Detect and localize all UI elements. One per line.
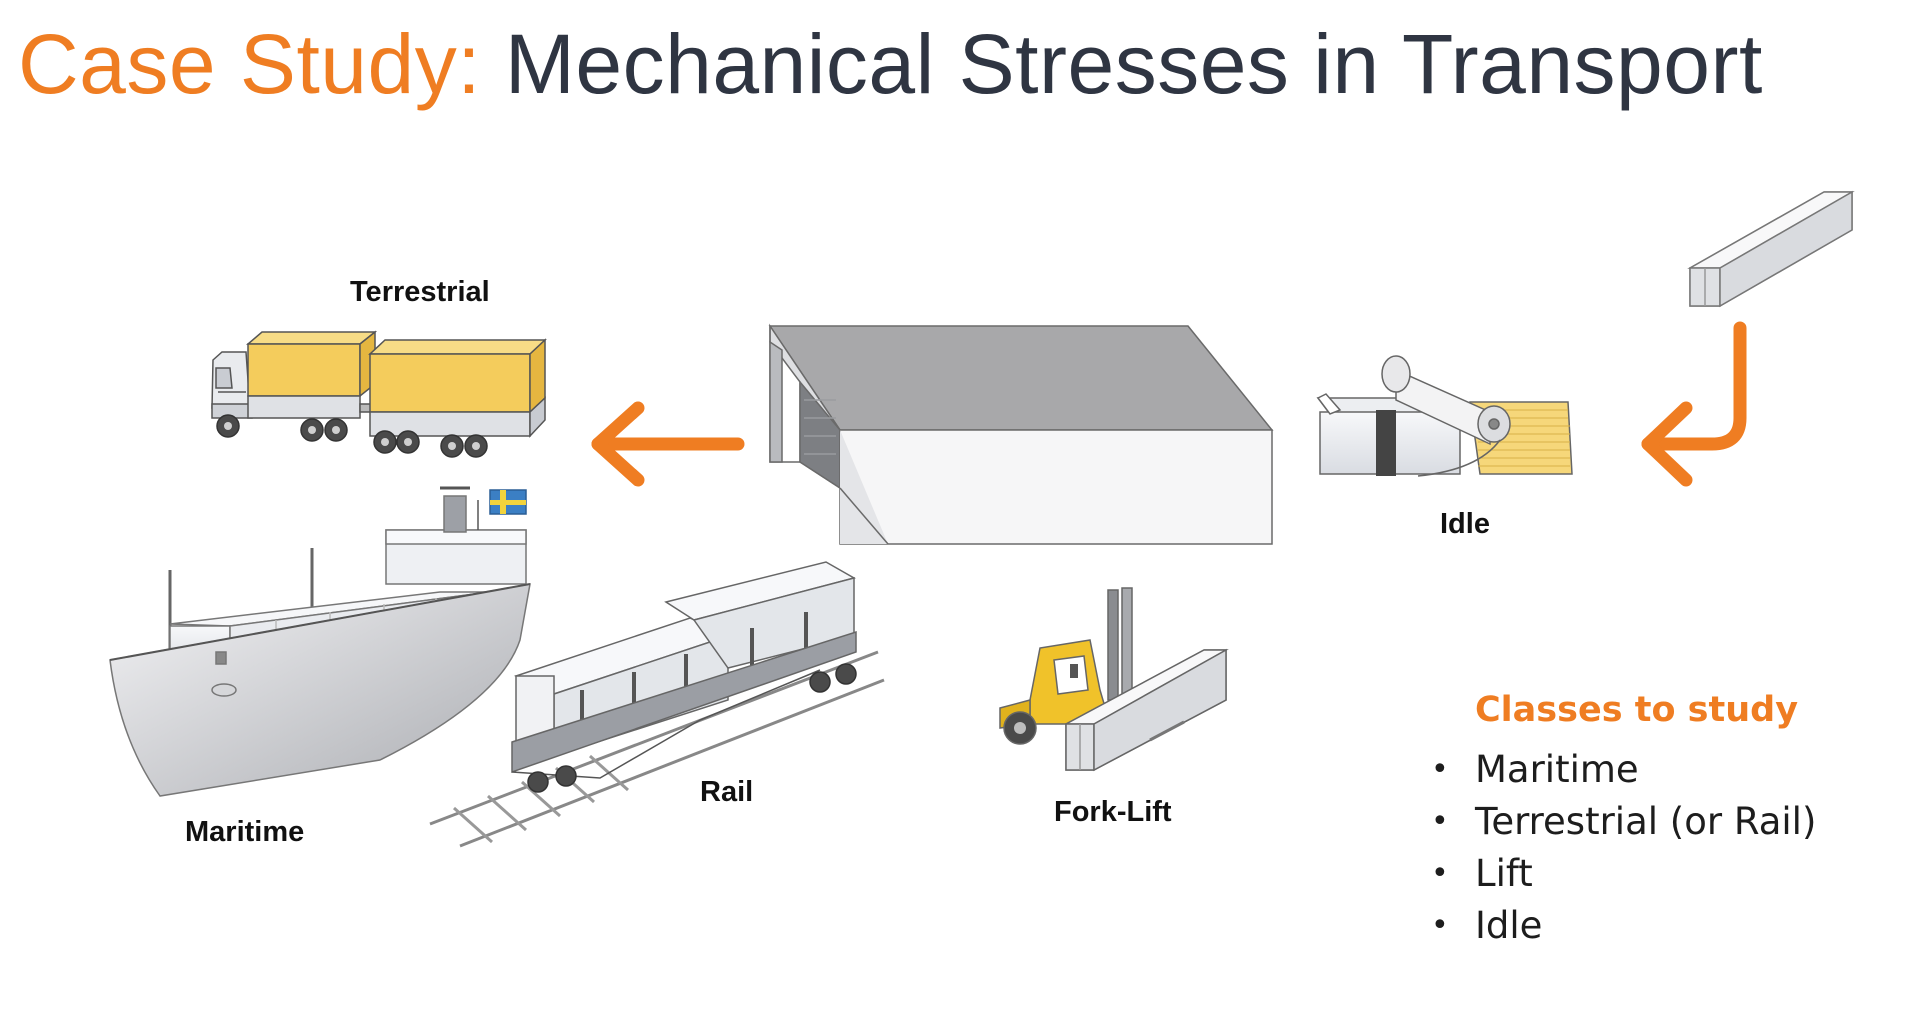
arrow-left-icon [591, 401, 745, 487]
classes-item: • Maritime [1431, 744, 1816, 796]
title-accent: Case Study: [18, 17, 482, 111]
classes-item-label: Idle [1475, 904, 1543, 947]
ship-illustration [109, 486, 531, 797]
arrow-curve-icon [1641, 321, 1747, 487]
classes-item-label: Lift [1475, 852, 1533, 895]
bullet-icon: • [1431, 856, 1449, 891]
pallet-box-illustration [1687, 190, 1855, 308]
slide-title: Case Study: Mechanical Stresses in Trans… [18, 16, 1763, 113]
label-idle: Idle [1440, 508, 1490, 540]
label-rail: Rail [700, 776, 754, 808]
classes-panel: Classes to study • Maritime • Terrestrial … [1431, 690, 1817, 952]
label-terrestrial: Terrestrial [350, 276, 490, 308]
bullet-icon: • [1431, 752, 1449, 787]
truck-illustration [211, 330, 547, 458]
label-forklift: Fork-Lift [1054, 796, 1172, 828]
classes-item: • Lift [1431, 848, 1816, 900]
classes-item: • Terrestrial (or Rail) [1431, 796, 1817, 848]
classes-heading: Classes to study [1475, 690, 1799, 730]
idle-illustration [1316, 355, 1573, 477]
classes-list: • Maritime • Terrestrial (or Rail) • Lift •… [1431, 744, 1817, 952]
forklift-illustration [999, 587, 1229, 772]
classes-item-label: Terrestrial (or Rail) [1475, 800, 1817, 843]
classes-item: • Idle [1431, 900, 1816, 952]
railcar-illustration [429, 561, 885, 848]
label-maritime: Maritime [185, 816, 305, 848]
bullet-icon: • [1431, 908, 1449, 943]
bullet-icon: • [1431, 804, 1449, 839]
title-rest: Mechanical Stresses in Transport [481, 17, 1763, 111]
classes-item-label: Maritime [1475, 748, 1639, 791]
warehouse-illustration [768, 323, 1274, 545]
